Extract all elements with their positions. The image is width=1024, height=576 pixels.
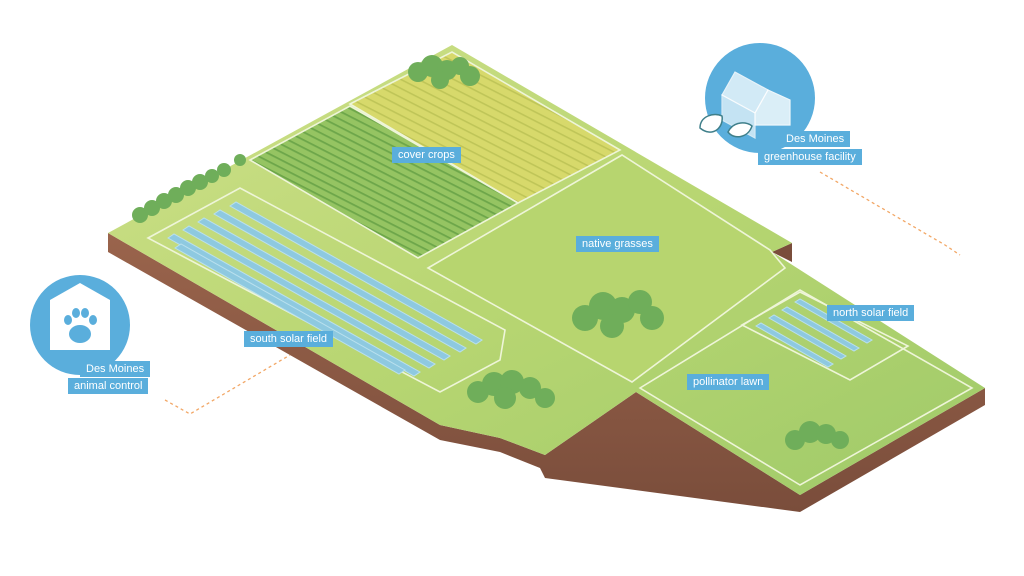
label-pollinator-lawn: pollinator lawn — [687, 374, 770, 390]
field-native-grasses — [426, 154, 787, 383]
south-solar-panels — [167, 201, 483, 377]
label-animal-control-line2: animal control — [68, 378, 149, 394]
soil-edge — [108, 233, 985, 512]
label-cover-crops: cover crops — [392, 147, 461, 163]
label-greenhouse-line2: greenhouse facility — [758, 149, 862, 165]
north-solar-panels — [755, 298, 873, 368]
tree-cluster-right — [785, 421, 849, 450]
north-field-outline — [740, 291, 910, 381]
label-native-grasses: native grasses — [576, 236, 659, 252]
label-north-solar-field: north solar field — [827, 305, 915, 321]
leaf-icon — [699, 113, 753, 138]
tree-cluster-center — [572, 290, 664, 338]
label-greenhouse-line1: Des Moines — [780, 131, 851, 147]
animal-control-icon — [30, 275, 130, 375]
tree-row-left — [132, 154, 246, 223]
paw-icon — [64, 308, 97, 343]
tree-cluster-top — [408, 55, 480, 89]
label-animal-control-line1: Des Moines — [80, 361, 151, 377]
label-south-solar-field: south solar field — [244, 331, 334, 347]
greenhouse-facility-icon — [699, 43, 815, 153]
field-green — [248, 105, 520, 259]
connector-animal-control — [164, 354, 291, 415]
tree-cluster-bottom — [467, 370, 555, 409]
connector-greenhouse — [819, 171, 961, 256]
soil-edge-right — [772, 243, 792, 262]
